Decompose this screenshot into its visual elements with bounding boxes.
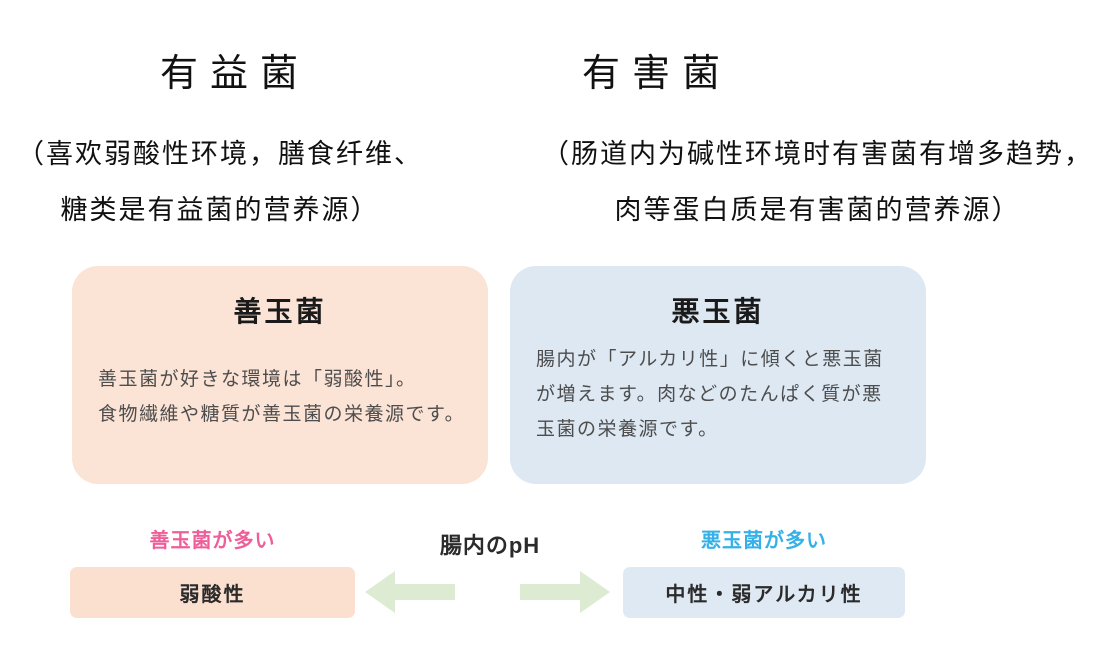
harmful-description-line2: 肉等蛋白质是有害菌的营养源）	[614, 195, 1021, 225]
harmful-bacteria-heading: 有害菌	[581, 53, 732, 95]
right-arrow-icon	[520, 571, 610, 613]
beneficial-description-line2: 糖类是有益菌的营养源）	[60, 195, 380, 225]
good-bacteria-card-body: 善玉菌が好きな環境は「弱酸性」。 食物繊維や糖質が善玉菌の栄養源です。	[98, 362, 470, 432]
bad-card-body-line1: 腸内が「アルカリ性」に傾くと悪玉菌	[536, 349, 884, 370]
neutral-weak-alkaline-box: 中性・弱アルカリ性	[623, 567, 905, 618]
intestinal-ph-label: 腸内のpH	[439, 533, 541, 558]
good-bacteria-card: 善玉菌 善玉菌が好きな環境は「弱酸性」。 食物繊維や糖質が善玉菌の栄養源です。	[72, 266, 488, 484]
bad-bacteria-card: 悪玉菌 腸内が「アルカリ性」に傾くと悪玉菌 が増えます。肉などのたんぱく質が悪 …	[510, 266, 926, 484]
bad-card-body-line3: 玉菌の栄養源です。	[536, 419, 719, 440]
beneficial-bacteria-description: （喜欢弱酸性环境，膳食纤维、 糖类是有益菌的营养源）	[0, 126, 440, 238]
beneficial-description-line1: （喜欢弱酸性环境，膳食纤维、	[17, 139, 423, 169]
bad-bacteria-card-title: 悪玉菌	[671, 296, 765, 327]
right-arrow-shape	[520, 571, 610, 613]
good-card-body-line1: 善玉菌が好きな環境は「弱酸性」。	[98, 369, 417, 390]
bad-card-body-line2: が増えます。肉などのたんぱく質が悪	[536, 384, 883, 405]
left-arrow-shape	[365, 571, 455, 613]
good-bacteria-card-title: 善玉菌	[233, 296, 327, 327]
harmful-description-line1: （肠道内为碱性环境时有害菌有增多趋势，	[542, 139, 1093, 169]
beneficial-bacteria-heading: 有益菌	[159, 53, 310, 95]
bad-bacteria-card-body: 腸内が「アルカリ性」に傾くと悪玉菌 が増えます。肉などのたんぱく質が悪 玉菌の栄…	[536, 342, 908, 447]
weak-acidity-box: 弱酸性	[70, 567, 355, 618]
harmful-bacteria-description: （肠道内为碱性环境时有害菌有增多趋势， 肉等蛋白质是有害菌的营养源）	[525, 126, 1110, 238]
left-arrow-icon	[365, 571, 455, 613]
good-card-body-line2: 食物繊維や糖質が善玉菌の栄養源です。	[98, 404, 466, 425]
bad-bacteria-many-label: 悪玉菌が多い	[701, 530, 827, 552]
good-bacteria-many-label: 善玉菌が多い	[149, 530, 276, 552]
